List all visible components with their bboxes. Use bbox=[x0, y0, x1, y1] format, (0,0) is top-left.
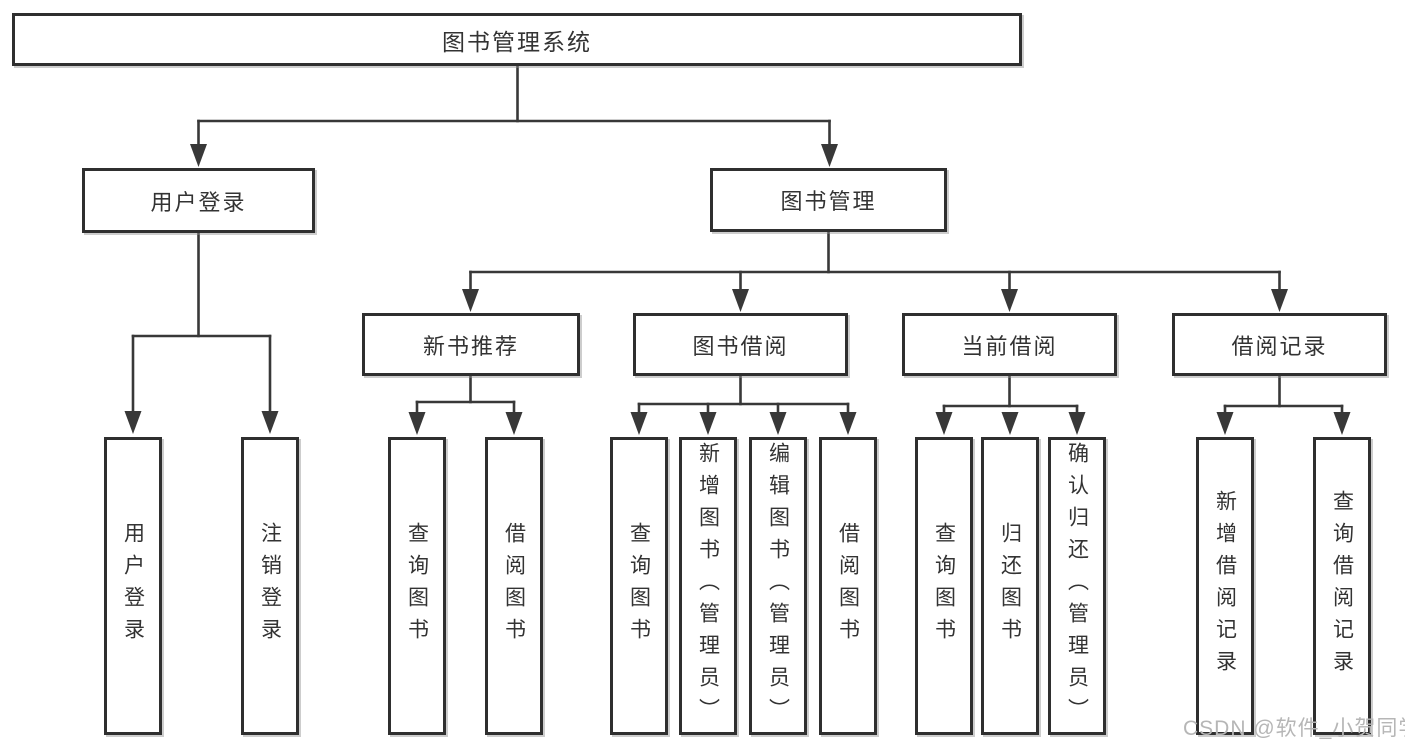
node-label: 当前借阅 bbox=[961, 333, 1058, 359]
arrow-down-icon bbox=[699, 412, 717, 435]
leaf-search-book-current: 查询图书 bbox=[915, 437, 973, 735]
connector-borrow-records bbox=[1216, 374, 1351, 435]
node-label: 借阅记录 bbox=[1231, 333, 1328, 359]
node-library-management-system: 图书管理系统 bbox=[12, 13, 1022, 66]
node-label: 编辑图书（管理员） bbox=[766, 442, 790, 730]
leaf-search-book-borrow: 查询图书 bbox=[610, 437, 668, 735]
node-label: 确认归还（管理员） bbox=[1065, 442, 1089, 730]
node-label: 注销登录 bbox=[258, 522, 282, 650]
connector-user-login bbox=[124, 231, 279, 434]
node-label: 查询借阅记录 bbox=[1330, 490, 1354, 682]
arrow-down-icon bbox=[1216, 412, 1234, 435]
leaf-borrow-book-recommend: 借阅图书 bbox=[485, 437, 543, 735]
leaf-logout: 注销登录 bbox=[241, 437, 299, 735]
arrow-down-icon bbox=[839, 412, 857, 435]
node-label: 查询图书 bbox=[932, 522, 956, 650]
leaf-add-borrow-record: 新增借阅记录 bbox=[1196, 437, 1254, 735]
connector-book-management bbox=[462, 230, 1288, 312]
arrow-down-icon bbox=[1271, 289, 1288, 312]
node-label: 新增借阅记录 bbox=[1213, 490, 1237, 682]
node-label: 借阅图书 bbox=[836, 522, 860, 650]
node-new-book-recommend: 新书推荐 bbox=[362, 313, 580, 376]
node-label: 借阅图书 bbox=[502, 522, 526, 650]
node-label: 查询图书 bbox=[405, 522, 429, 650]
connector-new-book-recommend bbox=[408, 374, 523, 435]
arrow-down-icon bbox=[505, 412, 523, 435]
arrow-down-icon bbox=[1333, 412, 1351, 435]
node-label: 图书管理系统 bbox=[442, 28, 592, 55]
arrow-down-icon bbox=[408, 412, 426, 435]
csdn-watermark: CSDN @软件_小贺同学 bbox=[1183, 717, 1405, 740]
leaf-search-borrow-record: 查询借阅记录 bbox=[1313, 437, 1371, 735]
node-current-borrow: 当前借阅 bbox=[902, 313, 1117, 376]
arrow-down-icon bbox=[1001, 412, 1019, 435]
node-label: 新增图书（管理员） bbox=[696, 442, 720, 730]
leaf-borrow-book: 借阅图书 bbox=[819, 437, 877, 735]
arrow-down-icon bbox=[630, 412, 648, 435]
arrow-down-icon bbox=[124, 411, 142, 434]
connector-root-to-level1 bbox=[190, 64, 838, 167]
node-label: 新书推荐 bbox=[422, 333, 519, 359]
node-label: 图书管理 bbox=[780, 189, 877, 214]
arrow-down-icon bbox=[261, 411, 279, 434]
leaf-search-book-recommend: 查询图书 bbox=[388, 437, 446, 735]
node-label: 查询图书 bbox=[627, 522, 651, 650]
leaf-return-book: 归还图书 bbox=[981, 437, 1039, 735]
leaf-confirm-return-admin: 确认归还（管理员） bbox=[1048, 437, 1106, 735]
node-user-login: 用户登录 bbox=[82, 168, 315, 233]
node-borrow-records: 借阅记录 bbox=[1172, 313, 1387, 376]
arrow-down-icon bbox=[1001, 289, 1018, 312]
connector-book-borrow bbox=[630, 374, 857, 435]
arrow-down-icon bbox=[190, 144, 207, 167]
node-label: 图书借阅 bbox=[692, 333, 789, 359]
node-label: 归还图书 bbox=[998, 522, 1022, 650]
node-book-management: 图书管理 bbox=[710, 168, 947, 232]
arrow-down-icon bbox=[1068, 412, 1086, 435]
leaf-edit-book-admin: 编辑图书（管理员） bbox=[749, 437, 807, 735]
node-label: 用户登录 bbox=[150, 189, 247, 215]
node-book-borrow: 图书借阅 bbox=[633, 313, 848, 376]
leaf-add-book-admin: 新增图书（管理员） bbox=[679, 437, 737, 735]
arrow-down-icon bbox=[732, 289, 749, 312]
connector-current-borrow bbox=[935, 374, 1086, 435]
leaf-user-login: 用户登录 bbox=[104, 437, 162, 735]
arrow-down-icon bbox=[935, 412, 953, 435]
node-label: 用户登录 bbox=[121, 522, 145, 650]
arrow-down-icon bbox=[769, 412, 787, 435]
arrow-down-icon bbox=[462, 289, 479, 312]
arrow-down-icon bbox=[821, 144, 838, 167]
